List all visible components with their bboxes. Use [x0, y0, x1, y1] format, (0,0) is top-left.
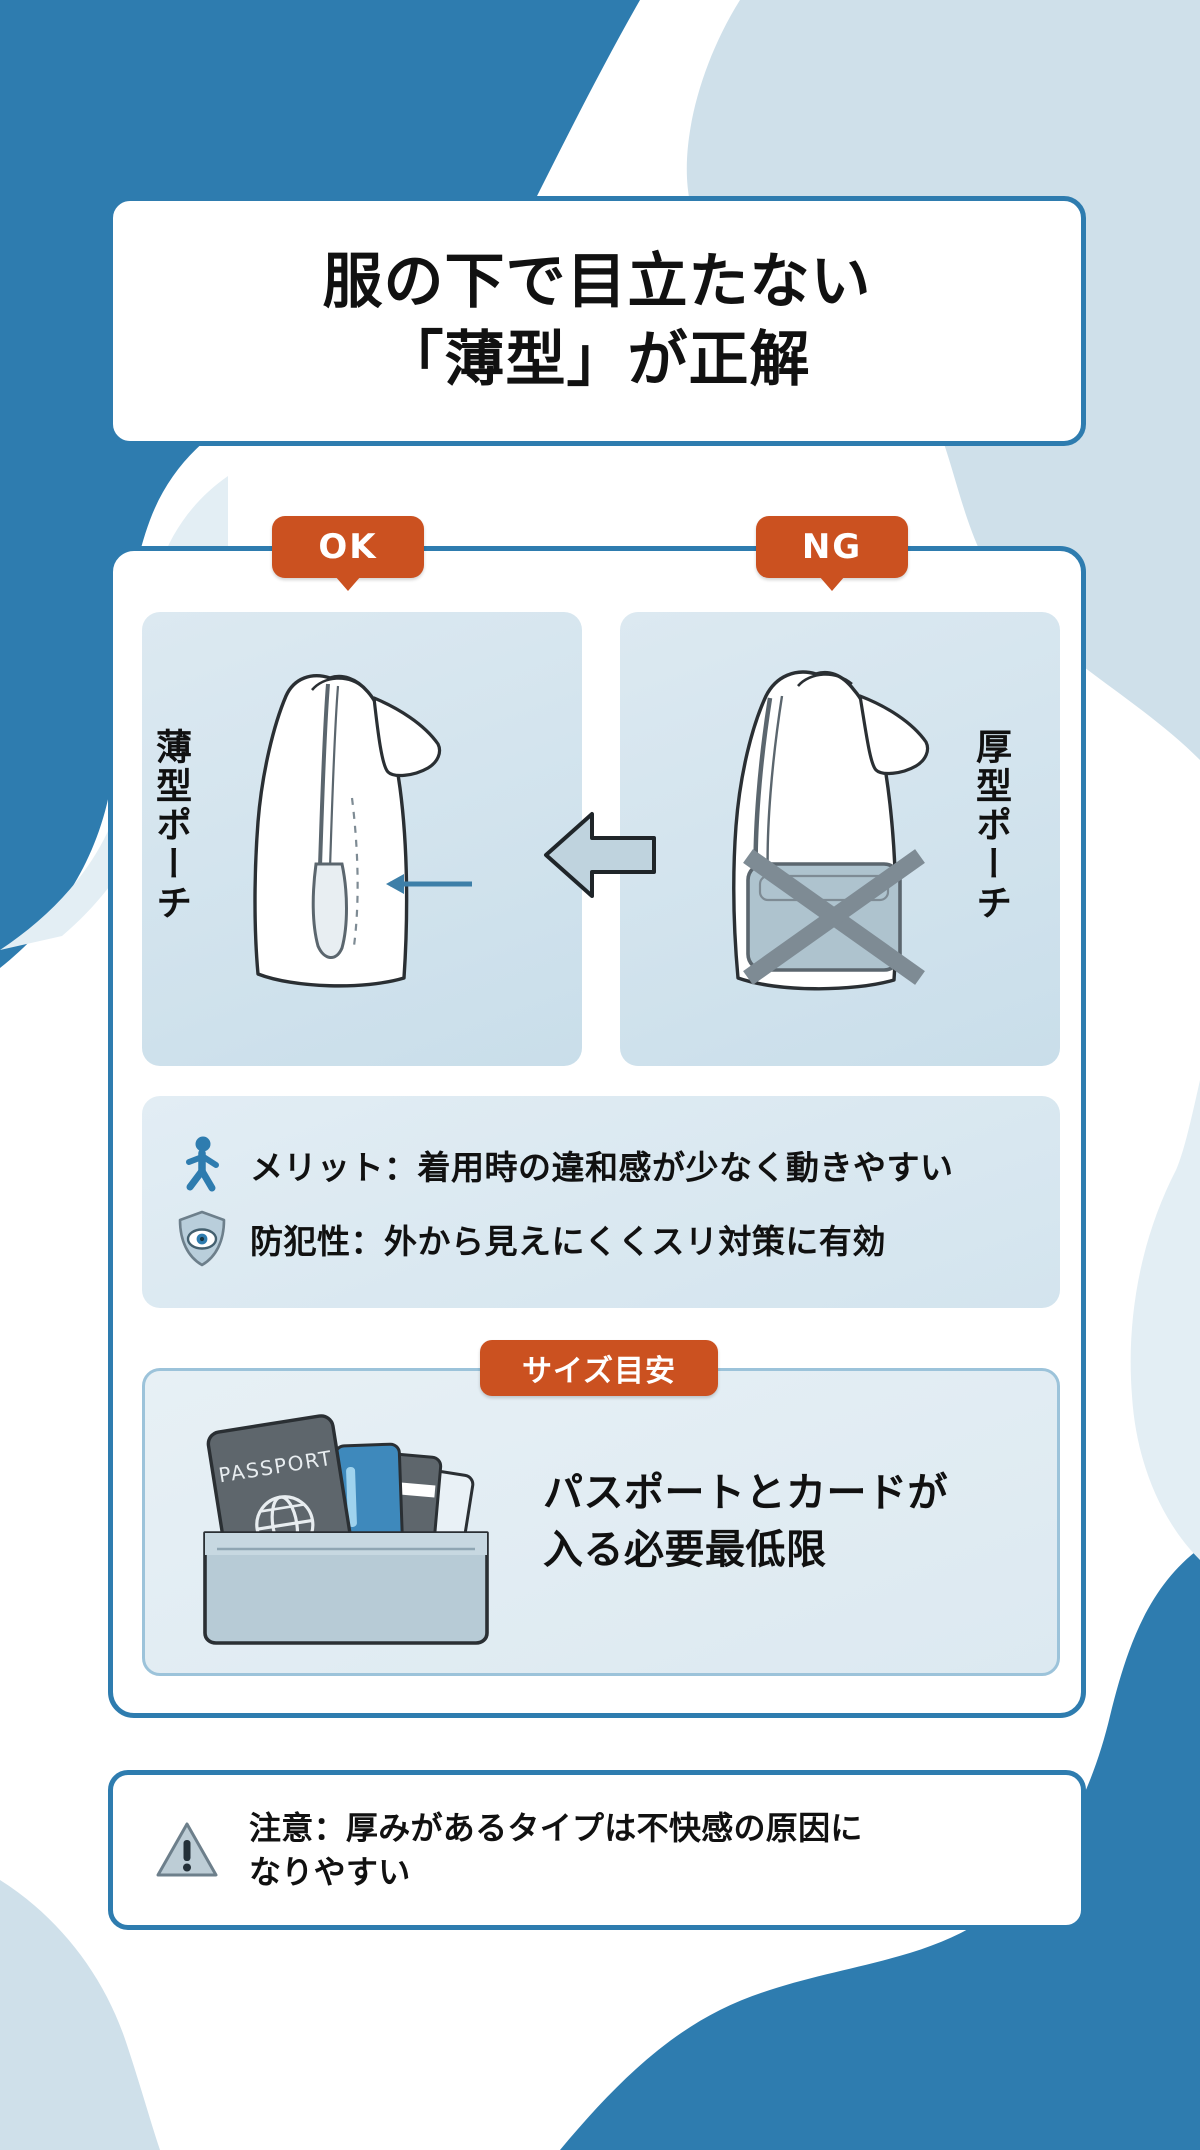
- thick-pouch-illustration: [620, 612, 1060, 1066]
- x-cross-mark: [743, 849, 925, 985]
- thin-arrow-indicator: [386, 874, 472, 894]
- ok-badge-tail: [335, 576, 361, 591]
- ng-illustration-panel: [620, 612, 1060, 1066]
- pouch-contents-illustration: PASSPORT: [187, 1397, 517, 1647]
- ok-badge-label: OK: [318, 527, 378, 567]
- caution-text: 注意：厚みがあるタイプは不快感の原因に なりやすい: [249, 1806, 863, 1894]
- ng-badge-label: NG: [801, 527, 863, 567]
- title-card: 服の下で目立たない 「薄型」が正解: [108, 196, 1086, 446]
- size-guide-line-2: 入る必要最低限: [543, 1527, 827, 1573]
- ok-illustration-panel: [142, 612, 582, 1066]
- ng-panel-label: 厚型ポーチ: [970, 728, 1011, 923]
- ok-badge: OK: [272, 516, 424, 591]
- title-line-1: 服の下で目立たない: [322, 247, 872, 317]
- ok-panel-label: 薄型ポーチ: [150, 728, 191, 923]
- title-line-2: 「薄型」が正解: [383, 325, 811, 395]
- ng-badge: NG: [756, 516, 908, 591]
- benefits-box: メリット：着用時の違和感が少なく動きやすい 防犯性：外から見えにくくスリ対策に有…: [142, 1096, 1060, 1308]
- benefit-text: 防犯性：外から見えにくくスリ対策に有効: [250, 1222, 886, 1261]
- size-guide-box: PASSPORT パスポートとカードが 入る必要最低限: [142, 1368, 1060, 1676]
- benefit-text: メリット：着用時の違和感が少なく動きやすい: [250, 1148, 954, 1187]
- size-guide-badge: サイズ目安: [480, 1340, 718, 1396]
- warning-triangle-icon: [155, 1819, 219, 1881]
- benefit-row: 防犯性：外から見えにくくスリ対策に有効: [176, 1209, 1026, 1269]
- left-arrow-icon: [540, 800, 660, 910]
- thin-pouch-illustration: [142, 612, 582, 1066]
- size-guide-badge-label: サイズ目安: [521, 1354, 677, 1389]
- walking-person-icon: [176, 1135, 228, 1195]
- shield-eye-icon: [176, 1209, 228, 1269]
- caution-line-2: なりやすい: [249, 1853, 411, 1891]
- size-guide-line-1: パスポートとカードが: [543, 1470, 948, 1517]
- size-guide-text: パスポートとカードが 入る必要最低限: [543, 1465, 948, 1579]
- caution-card: 注意：厚みがあるタイプは不快感の原因に なりやすい: [108, 1770, 1086, 1930]
- benefit-row: メリット：着用時の違和感が少なく動きやすい: [176, 1135, 1026, 1195]
- ng-badge-tail: [819, 576, 845, 591]
- caution-line-1: 注意：厚みがあるタイプは不快感の原因に: [249, 1808, 863, 1847]
